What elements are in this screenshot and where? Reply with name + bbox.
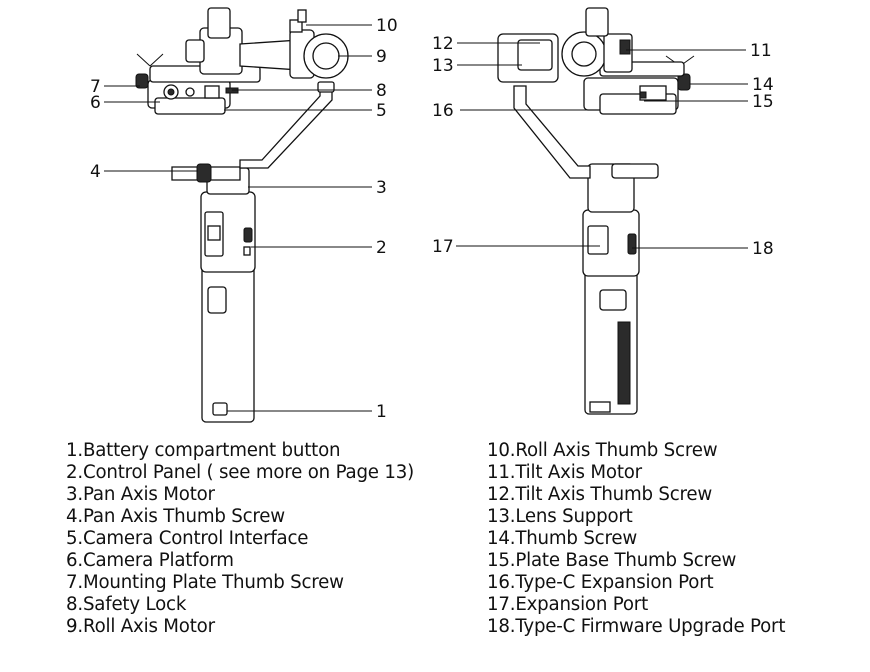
legend-item: 14.Thumb Screw [487, 528, 638, 549]
callout-13: 13 [432, 56, 454, 76]
legend-item: 18.Type-C Firmware Upgrade Port [487, 616, 786, 637]
legend-item: 13.Lens Support [487, 506, 633, 527]
legend-item: 5.Camera Control Interface [66, 528, 309, 549]
callout-numbers: 1 2 3 4 5 6 7 8 9 10 11 12 13 14 15 16 1… [90, 16, 774, 422]
callout-18: 18 [752, 239, 774, 259]
callout-10: 10 [376, 16, 398, 36]
callout-14: 14 [752, 75, 774, 95]
gimbal-back-view [497, 7, 695, 415]
legend-item: 12.Tilt Axis Thumb Screw [487, 484, 713, 505]
callout-11: 11 [750, 41, 772, 61]
legend-left-column: 1.Battery compartment button 2.Control P… [66, 440, 414, 638]
callout-3: 3 [376, 178, 387, 198]
legend-item: 2.Control Panel ( see more on Page 13) [66, 462, 415, 483]
legend-item: 17.Expansion Port [487, 594, 649, 615]
callout-16: 16 [432, 101, 454, 121]
gimbal-diagram: 1 2 3 4 5 6 7 8 9 10 11 12 13 14 15 16 1… [90, 7, 774, 423]
callout-4: 4 [90, 162, 101, 182]
callout-8: 8 [376, 81, 387, 101]
callout-1: 1 [376, 402, 387, 422]
callout-12: 12 [432, 34, 454, 54]
callout-5: 5 [376, 101, 387, 121]
legend-item: 6.Camera Platform [66, 550, 234, 571]
legend-item: 7.Mounting Plate Thumb Screw [66, 572, 344, 593]
callout-6: 6 [90, 93, 101, 113]
legend-item: 10.Roll Axis Thumb Screw [487, 440, 718, 461]
callout-15: 15 [752, 92, 774, 112]
legend-item: 3.Pan Axis Motor [66, 484, 215, 505]
callout-2: 2 [376, 238, 387, 258]
gimbal-front-view [135, 7, 349, 423]
callout-7: 7 [90, 77, 101, 97]
legend-item: 4.Pan Axis Thumb Screw [66, 506, 285, 527]
callout-9: 9 [376, 47, 387, 67]
legend-item: 16.Type-C Expansion Port [487, 572, 714, 593]
legend-item: 15.Plate Base Thumb Screw [487, 550, 737, 571]
legend-item: 1.Battery compartment button [66, 440, 341, 461]
legend-item: 11.Tilt Axis Motor [487, 462, 642, 483]
legend-item: 9.Roll Axis Motor [66, 616, 215, 637]
legend-item: 8.Safety Lock [66, 594, 187, 615]
callout-lines [104, 24, 748, 412]
legend-right-column: 10.Roll Axis Thumb Screw 11.Tilt Axis Mo… [487, 440, 785, 638]
callout-17: 17 [432, 237, 454, 257]
